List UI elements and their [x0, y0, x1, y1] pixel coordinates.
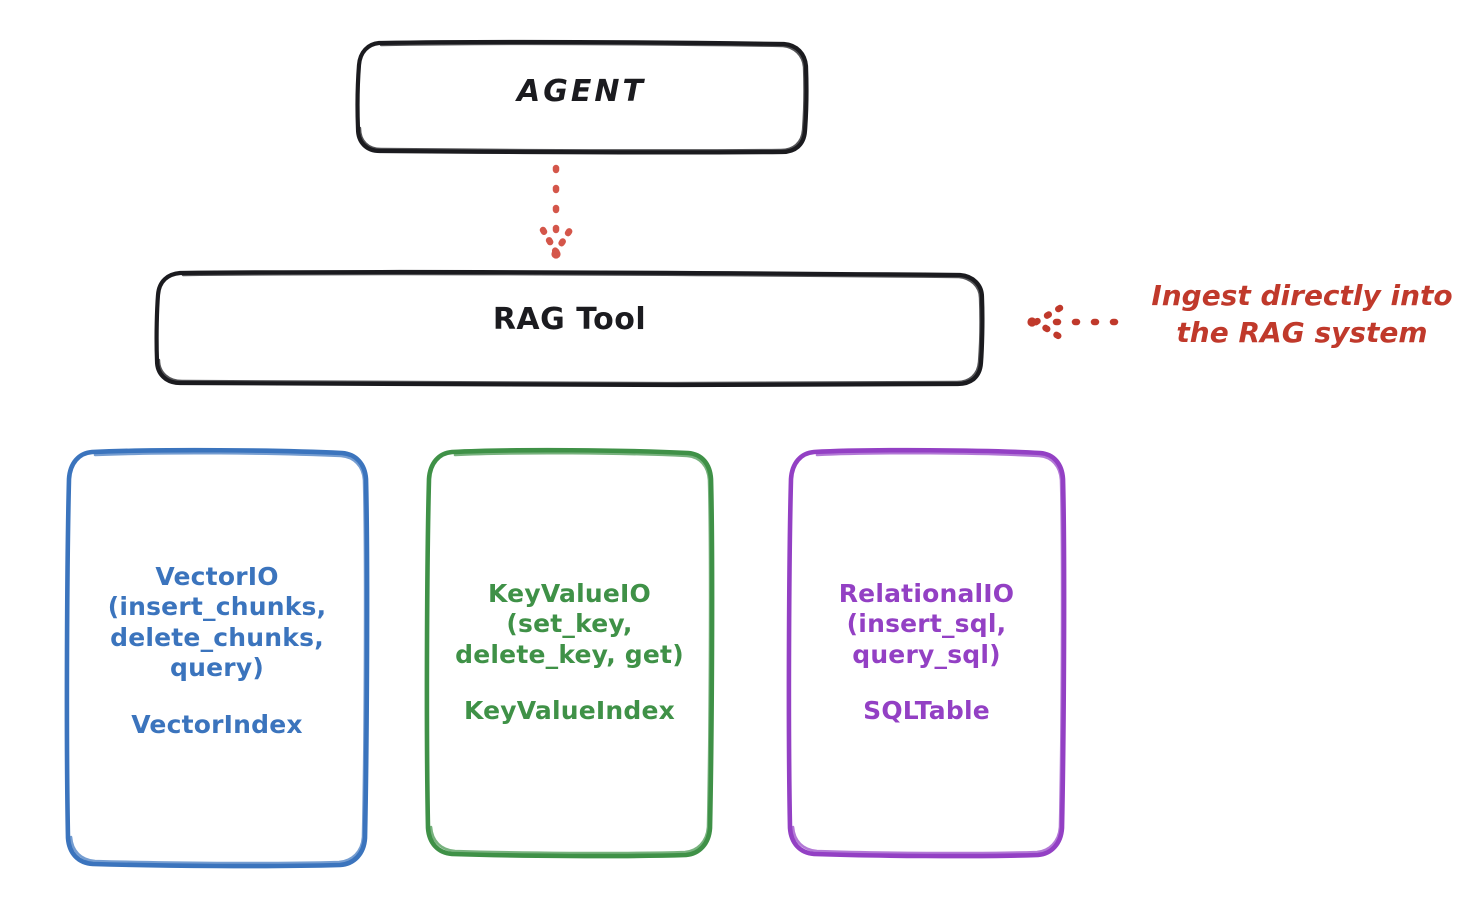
vector-io-label: VectorIO (insert_chunks, delete_chunks, … — [107, 561, 327, 683]
key-value-io-box[interactable] — [424, 447, 715, 859]
key-value-io-label: KeyValueIO (set_key, delete_key, get) — [455, 578, 684, 669]
ingest-arrow-icon — [1027, 304, 1119, 341]
rag-tool-label: RAG Tool — [492, 302, 647, 337]
sql-table-label: SQLTable — [863, 696, 990, 725]
rag-tool-box[interactable] — [154, 269, 985, 388]
agent-label: AGENT — [517, 74, 646, 109]
key-value-index-label: KeyValueIndex — [463, 696, 676, 725]
agent-to-rag-arrow-icon — [539, 164, 574, 259]
vector-index-label: VectorIndex — [131, 709, 303, 739]
agent-box[interactable] — [355, 39, 809, 155]
relational-io-label: RelationalIO (insert_sql, query_sql) — [838, 578, 1015, 669]
relational-io-box[interactable] — [786, 447, 1067, 859]
relational-io-label-group: RelationalIO (insert_sql, query_sql) SQL… — [790, 548, 1063, 757]
ingest-annotation: Ingest directly into the RAG system — [1151, 279, 1453, 349]
key-value-io-label-group: KeyValueIO (set_key, delete_key, get) Ke… — [428, 548, 711, 757]
vector-io-box[interactable] — [64, 447, 370, 869]
vector-io-label-group: VectorIO (insert_chunks, delete_chunks, … — [68, 531, 366, 771]
